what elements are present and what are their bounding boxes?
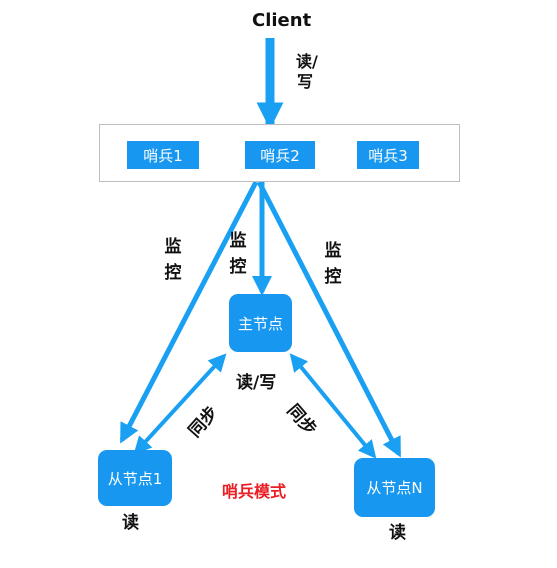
sync-arrow-slave1 <box>133 353 227 455</box>
master-rw-label: 读/写 <box>236 373 277 393</box>
monitor-label-right: 监控 <box>324 241 342 287</box>
client-label: Client <box>252 10 312 31</box>
monitor-label-middle: 监控 <box>229 231 247 277</box>
slave-n-read-label: 读 <box>389 523 406 543</box>
sentinel-1[interactable]: 哨兵1 <box>127 141 199 169</box>
monitor-label-left: 监控 <box>164 237 182 283</box>
slave-1-read-label: 读 <box>122 513 139 533</box>
sentinel-3[interactable]: 哨兵3 <box>357 141 419 169</box>
client-rw-label: 读/写 <box>296 52 318 91</box>
slave-node-n[interactable]: 从节点N <box>354 458 435 517</box>
sync-arrow-slaveN <box>289 353 377 459</box>
master-node[interactable]: 主节点 <box>229 294 292 352</box>
diagram-title: 哨兵模式 <box>222 482 287 501</box>
slave-node-1[interactable]: 从节点1 <box>98 450 172 506</box>
sentinel-2[interactable]: 哨兵2 <box>245 141 315 169</box>
